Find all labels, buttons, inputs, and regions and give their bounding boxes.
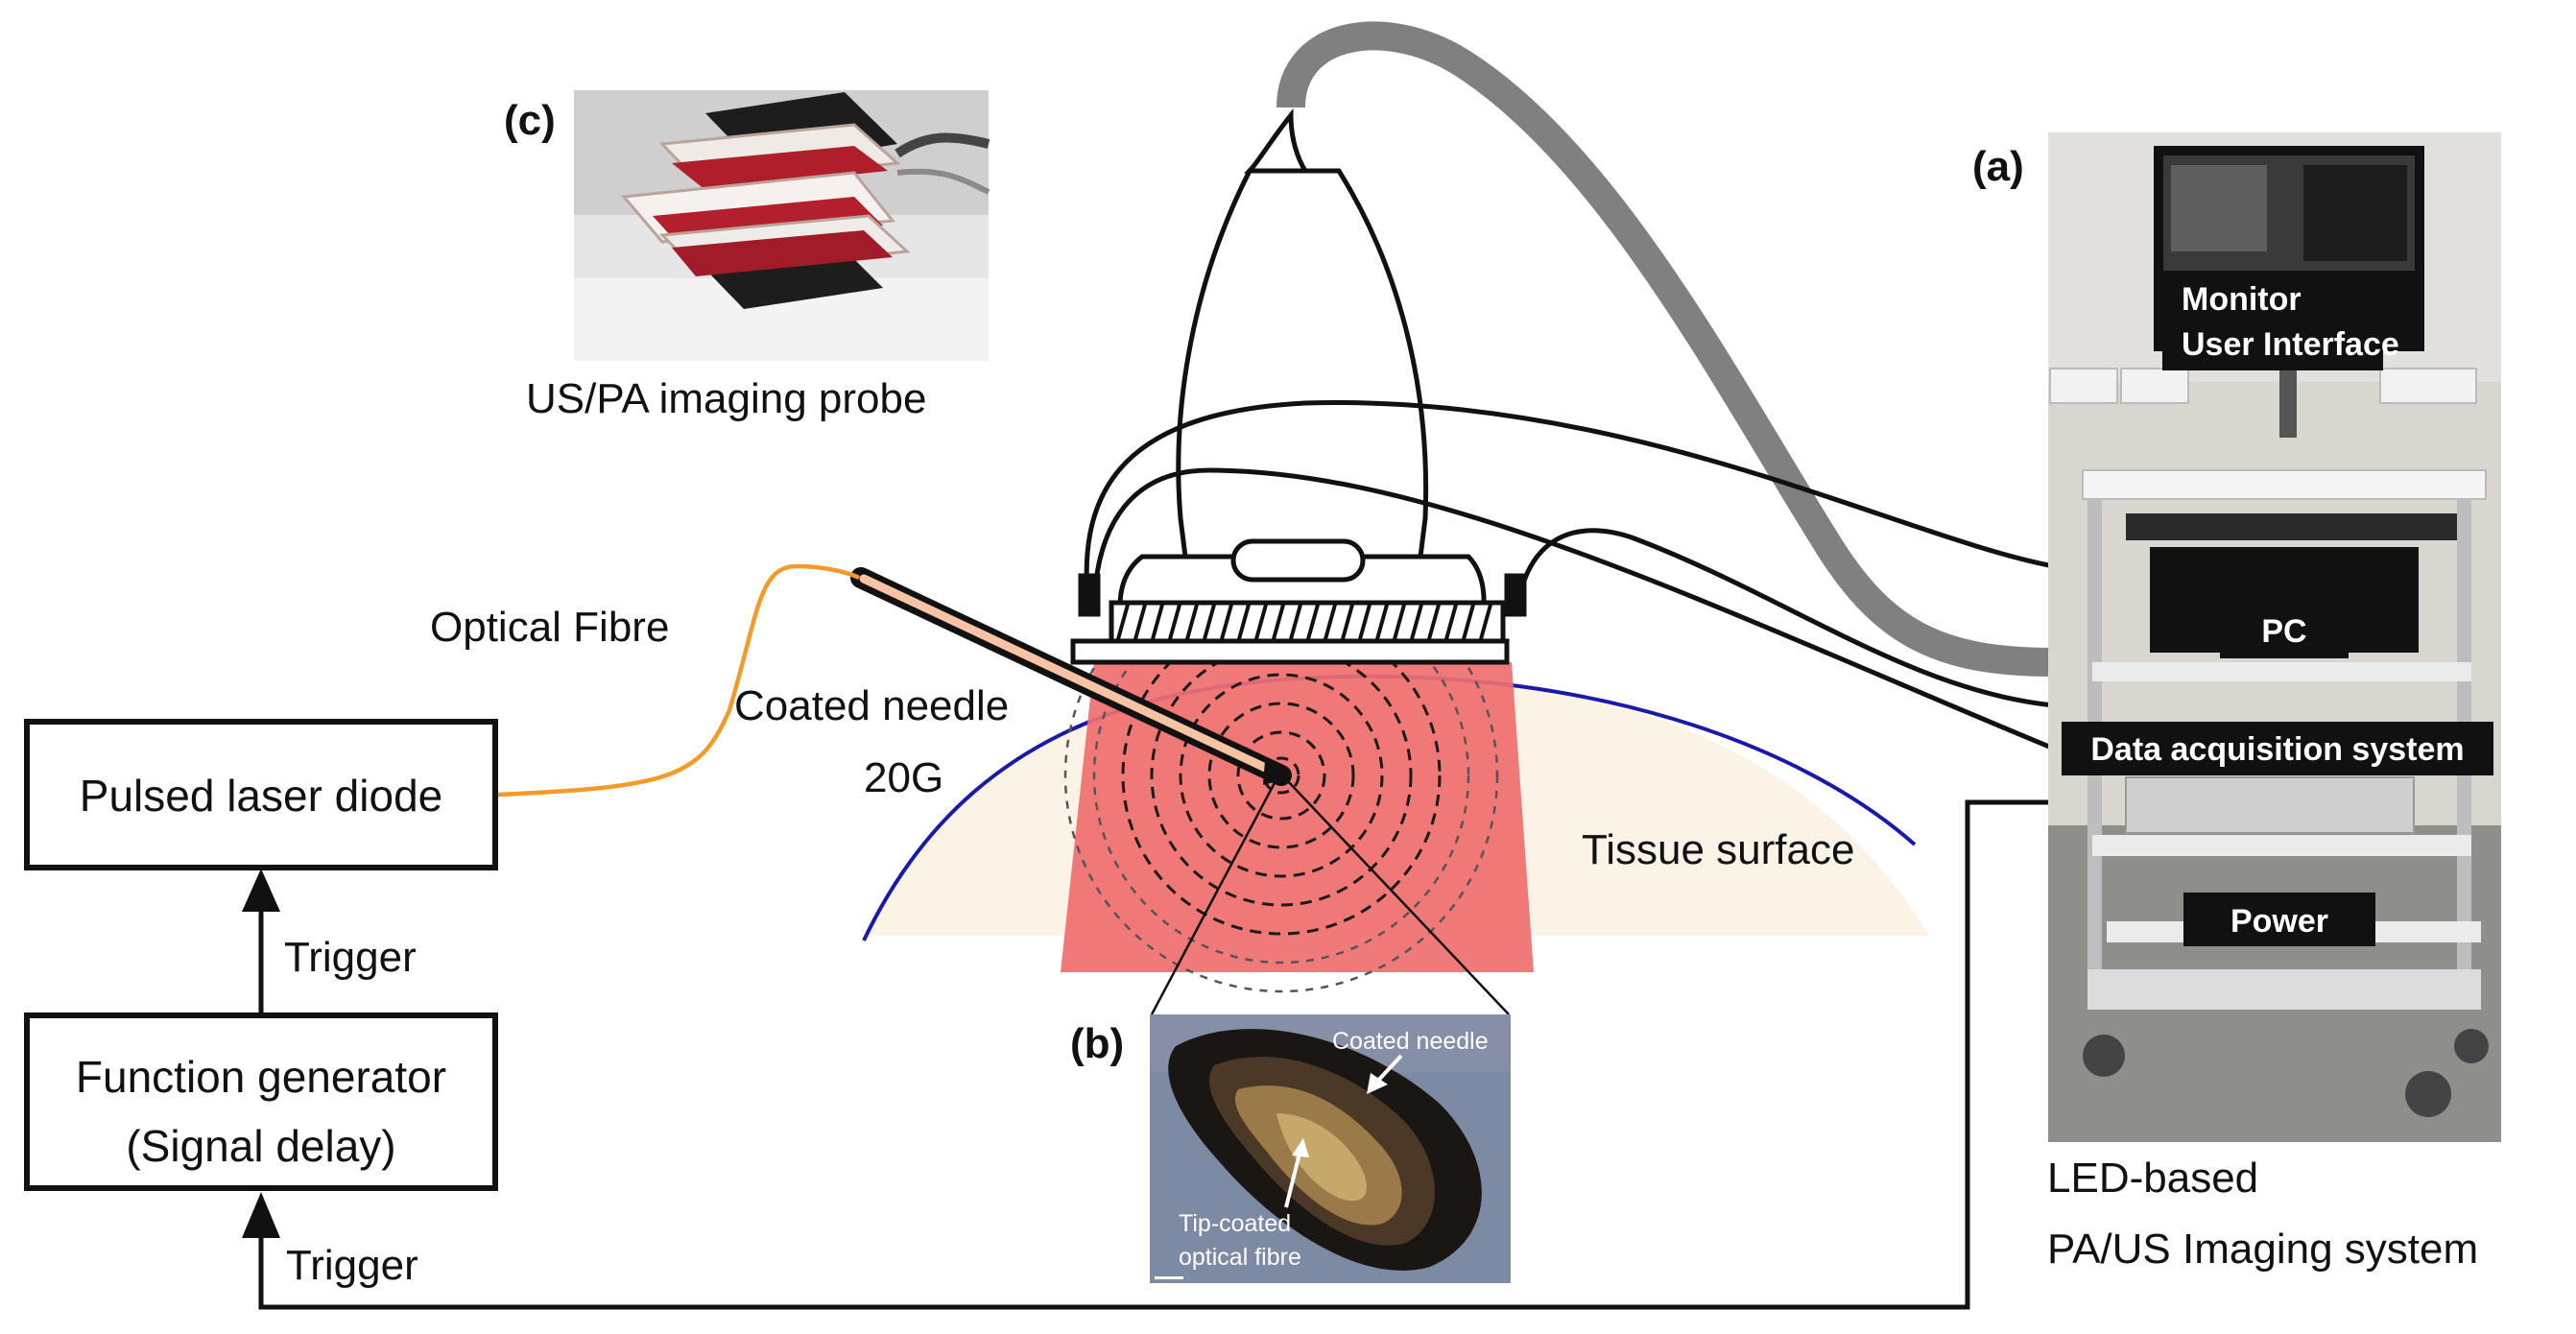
panel-label-c: (c) — [504, 97, 556, 144]
illumination-field — [1061, 662, 1534, 972]
probe-photo-inset — [574, 90, 990, 361]
arrowhead-lower — [242, 1192, 280, 1238]
transducer-elements — [1116, 604, 1492, 640]
optical-fibre-label: Optical Fibre — [430, 604, 669, 651]
function-generator-label: Function generator — [76, 1052, 446, 1102]
pulsed-laser-diode-box — [24, 719, 498, 870]
system-photo-inset — [2048, 132, 2501, 1142]
trigger-feedback-line — [258, 799, 2054, 1310]
system-caption-line1: LED-based — [2047, 1155, 2258, 1202]
acoustic-waves — [1121, 615, 1442, 936]
needle-gauge-label: 20G — [864, 754, 943, 801]
monitor-label: Monitor — [2182, 281, 2302, 318]
panel-label-a: (a) — [1972, 143, 2024, 190]
user-interface-label: User Interface — [2182, 326, 2399, 363]
daq-label: Data acquisition system — [2090, 731, 2464, 768]
probe-cable — [1276, 21, 2055, 677]
optical-fibre — [496, 563, 861, 798]
zoom-line-right — [1285, 778, 1510, 1015]
inset-tip-label-line1: Tip-coated — [1179, 1210, 1291, 1237]
us-pa-probe — [1070, 21, 2055, 677]
function-generator-box — [24, 1012, 498, 1191]
needle-tip-photo-inset — [1150, 1014, 1511, 1283]
pulsed-laser-diode-label: Pulsed laser diode — [80, 771, 442, 821]
inset-tip-label-line2: optical fibre — [1179, 1244, 1301, 1271]
system-caption-line2: PA/US Imaging system — [2047, 1226, 2478, 1273]
signal-delay-label: (Signal delay) — [126, 1121, 395, 1171]
arrowhead-upper — [242, 869, 280, 912]
pc-label: PC — [2261, 613, 2306, 650]
zoom-line-left — [1150, 778, 1278, 1015]
inset-coated-needle-label: Coated needle — [1332, 1028, 1489, 1055]
probe-caption: US/PA imaging probe — [526, 375, 926, 422]
coated-needle — [850, 567, 1292, 786]
power-label: Power — [2230, 903, 2328, 940]
coated-needle-label: Coated needle — [734, 682, 1009, 729]
trigger-label-lower: Trigger — [286, 1242, 418, 1289]
led-cables — [1078, 400, 2055, 751]
tissue-surface-label: Tissue surface — [1582, 826, 1854, 873]
panel-label-b: (b) — [1070, 1020, 1124, 1067]
trigger-label-upper: Trigger — [284, 934, 417, 981]
